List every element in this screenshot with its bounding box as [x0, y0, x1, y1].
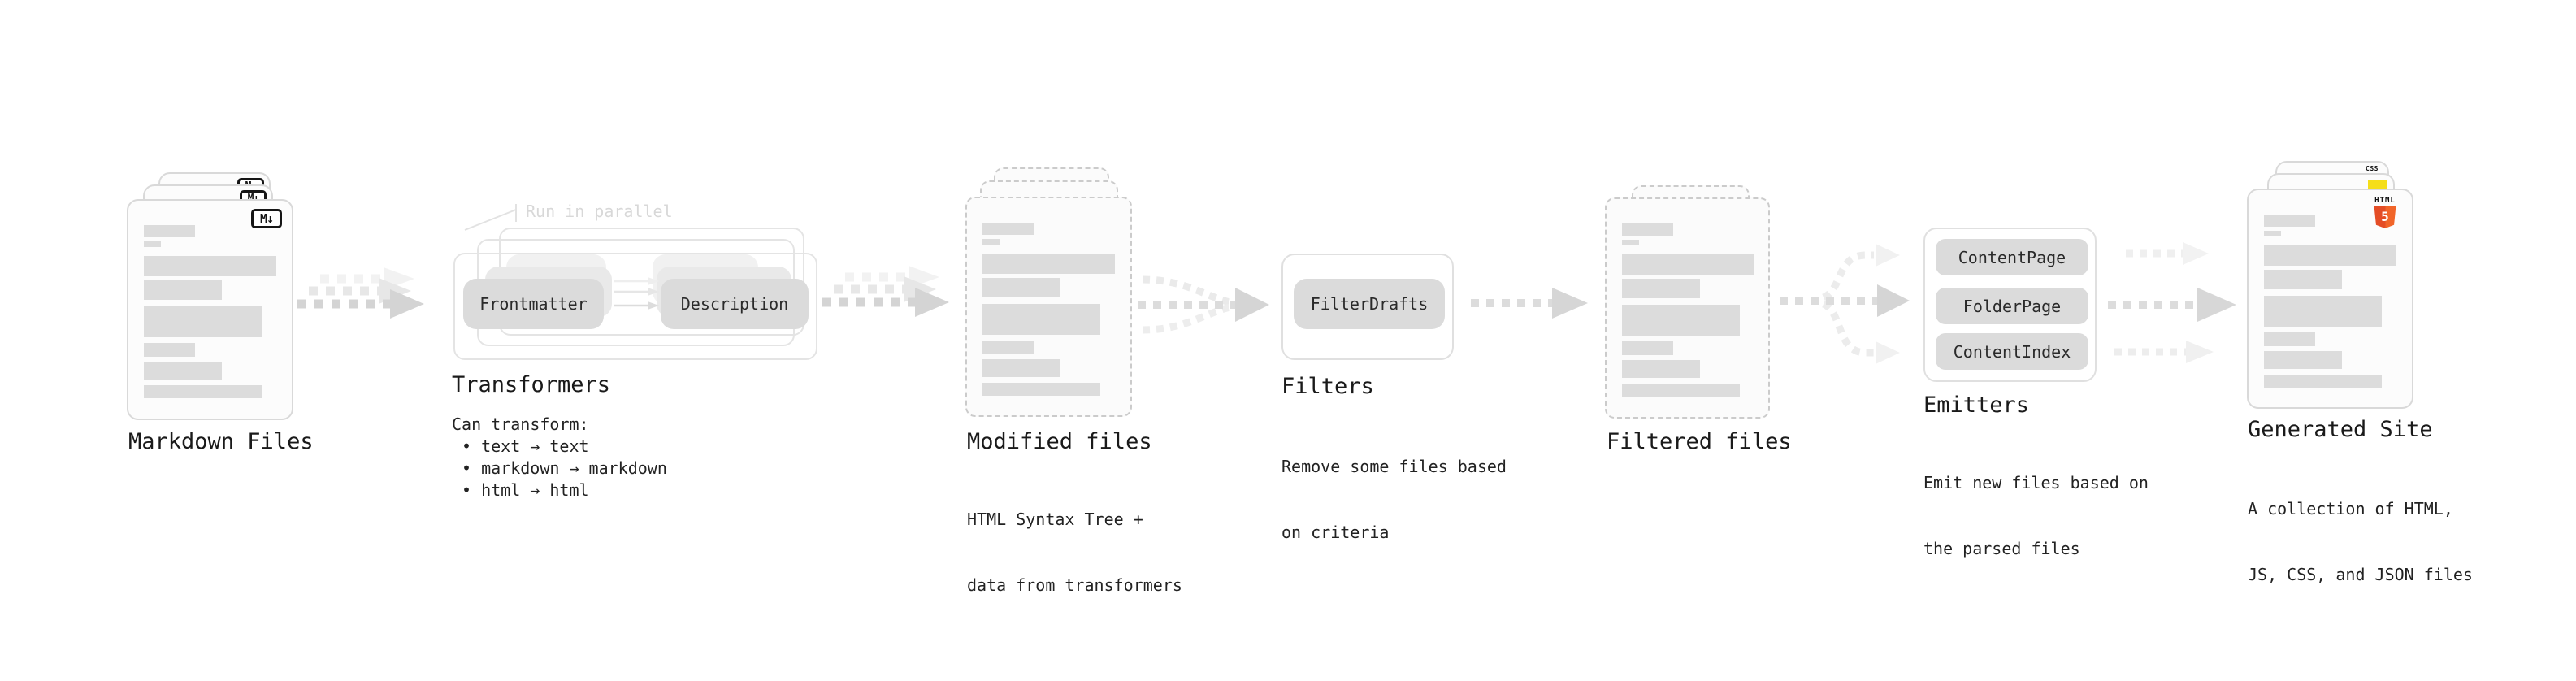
transformers-cluster: Run in parallel Frontmatter Description — [452, 200, 819, 362]
transformers-title: Transformers — [452, 372, 611, 397]
file-card: HTML 5 — [2247, 189, 2413, 409]
markdown-icon: M↓ — [251, 209, 282, 228]
html5-icon: HTML 5 — [2368, 197, 2402, 228]
placeholder-content — [982, 223, 1117, 403]
file-card — [965, 197, 1132, 417]
bullet-item: • html → html — [462, 480, 589, 500]
placeholder-bar — [2264, 270, 2342, 289]
generated-site-stack: CSS HTML 5 — [2245, 159, 2418, 410]
modified-files-title: Modified files — [967, 429, 1152, 454]
modified-files-desc: HTML Syntax Tree + data from transformer… — [967, 465, 1182, 640]
placeholder-bar — [2264, 296, 2382, 327]
desc-line: A collection of HTML, — [2248, 499, 2453, 518]
placeholder-bar — [144, 362, 222, 380]
generated-site-title: Generated Site — [2248, 417, 2433, 442]
desc-line: on criteria — [1281, 523, 1390, 542]
generated-site-desc: A collection of HTML, JS, CSS, and JSON … — [2248, 454, 2473, 630]
filters-title: Filters — [1281, 374, 1374, 399]
placeholder-bar — [982, 340, 1034, 354]
annotation-leader-line — [464, 204, 517, 231]
css-icon-label: CSS — [2366, 165, 2379, 172]
placeholder-bar — [144, 306, 262, 337]
emitters-title: Emitters — [1923, 393, 2030, 418]
placeholder-content — [1622, 223, 1757, 404]
placeholder-bar — [144, 280, 222, 300]
modified-files-stack — [964, 167, 1136, 418]
placeholder-content — [2264, 215, 2399, 395]
html5-icon-shield: 5 — [2374, 206, 2396, 228]
placeholder-bar — [1622, 384, 1740, 397]
desc-line: Remove some files based — [1281, 457, 1507, 476]
placeholder-bar — [2264, 245, 2396, 266]
flow-arrow-transformers-to-modified — [822, 266, 949, 317]
bullet-item: • markdown → markdown — [462, 458, 667, 478]
placeholder-bar — [144, 343, 195, 357]
filtered-files-stack — [1603, 185, 1774, 421]
placeholder-bar — [982, 383, 1100, 396]
markdown-files-title: Markdown Files — [128, 429, 314, 454]
desc-line: HTML Syntax Tree + — [967, 510, 1143, 529]
description-pill: Description — [661, 279, 809, 329]
placeholder-bar — [982, 239, 1000, 245]
run-in-parallel-label: Run in parallel — [526, 202, 673, 221]
filters-desc: Remove some files based on criteria — [1281, 412, 1507, 588]
transformer-run-box — [453, 253, 817, 360]
placeholder-bar — [1622, 360, 1700, 378]
filters-panel: FilterDrafts — [1281, 254, 1454, 360]
placeholder-bar — [2264, 231, 2281, 236]
placeholder-bar — [982, 278, 1060, 297]
flow-arrow-emitters-to-generated — [2108, 242, 2236, 363]
placeholder-bar — [2264, 332, 2315, 346]
placeholder-content — [144, 225, 279, 406]
placeholder-bar — [1622, 341, 1673, 355]
filterdrafts-pill: FilterDrafts — [1294, 279, 1445, 329]
transformers-bullet-list: • text → text • markdown → markdown • ht… — [462, 436, 667, 501]
contentpage-pill: ContentPage — [1936, 239, 2088, 275]
pill-transform-arrows — [614, 277, 659, 310]
placeholder-bar — [982, 359, 1060, 377]
flow-arrow-filtered-to-emitters — [1780, 244, 1910, 364]
flow-arrow-modified-to-filters — [1138, 275, 1269, 334]
contentindex-pill: ContentIndex — [1936, 333, 2088, 370]
filtered-files-title: Filtered files — [1607, 429, 1792, 454]
emitters-panel: ContentPage FolderPage ContentIndex — [1923, 228, 2097, 382]
placeholder-bar — [2264, 375, 2382, 388]
placeholder-bar — [1622, 223, 1673, 236]
placeholder-bar — [1622, 279, 1700, 298]
placeholder-bar — [1622, 305, 1740, 336]
placeholder-bar — [144, 241, 161, 247]
flow-arrow-filters-to-filtered — [1471, 288, 1588, 319]
placeholder-bar — [982, 254, 1115, 274]
html5-icon-digit: 5 — [2381, 209, 2389, 224]
frontmatter-pill: Frontmatter — [463, 279, 604, 329]
markdown-files-stack: M↓ M↓ M↓ — [126, 172, 298, 421]
placeholder-bar — [144, 256, 276, 276]
flow-arrow-markdown-to-transformers — [297, 267, 424, 319]
desc-line: Emit new files based on — [1923, 473, 2149, 492]
folderpage-pill: FolderPage — [1936, 288, 2088, 324]
placeholder-bar — [144, 385, 262, 398]
placeholder-bar — [982, 223, 1034, 235]
html5-icon-label: HTML — [2374, 197, 2396, 205]
transformers-desc-intro: Can transform: — [452, 414, 589, 434]
desc-line: the parsed files — [1923, 539, 2080, 558]
placeholder-bar — [1622, 254, 1754, 275]
emitters-desc: Emit new files based on the parsed files — [1923, 428, 2149, 604]
placeholder-bar — [1622, 240, 1639, 245]
file-card — [1605, 197, 1770, 419]
js-icon — [2368, 180, 2387, 189]
placeholder-bar — [982, 304, 1100, 335]
desc-line: data from transformers — [967, 575, 1182, 595]
file-card: M↓ — [127, 199, 293, 420]
desc-line: JS, CSS, and JSON files — [2248, 565, 2473, 584]
placeholder-bar — [144, 225, 195, 237]
placeholder-bar — [2264, 351, 2342, 369]
placeholder-bar — [2264, 215, 2315, 227]
bullet-item: • text → text — [462, 436, 589, 456]
